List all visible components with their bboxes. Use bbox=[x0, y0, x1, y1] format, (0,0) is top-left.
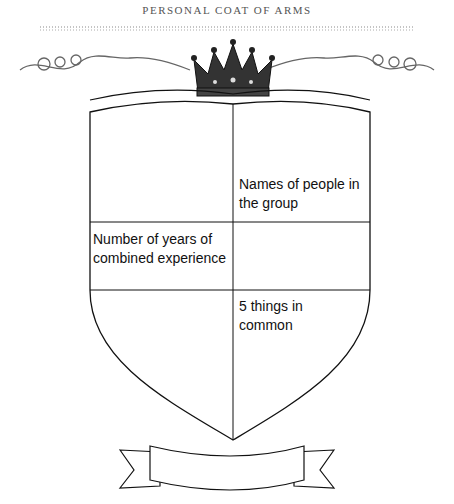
cell-text: Names of people in the group bbox=[239, 175, 366, 213]
shield-divider bbox=[233, 104, 234, 440]
cell-text: 5 things in common bbox=[239, 297, 357, 335]
shield-band bbox=[90, 90, 370, 100]
dotted-rule bbox=[40, 27, 414, 28]
shield-cell: Number of years of combined experience bbox=[91, 229, 231, 271]
shield-outline bbox=[90, 101, 370, 440]
shield-divider bbox=[90, 290, 370, 291]
dotted-rule bbox=[40, 30, 414, 31]
shield-cell: Names of people in the group bbox=[237, 174, 368, 216]
diagram-title: PERSONAL COAT OF ARMS bbox=[0, 4, 454, 16]
crown-icon bbox=[191, 39, 275, 96]
shield-cell: 5 things in common bbox=[237, 296, 359, 338]
banner-ribbon bbox=[120, 446, 334, 490]
shield-divider bbox=[90, 222, 370, 223]
cell-text: Number of years of combined experience bbox=[93, 230, 229, 268]
